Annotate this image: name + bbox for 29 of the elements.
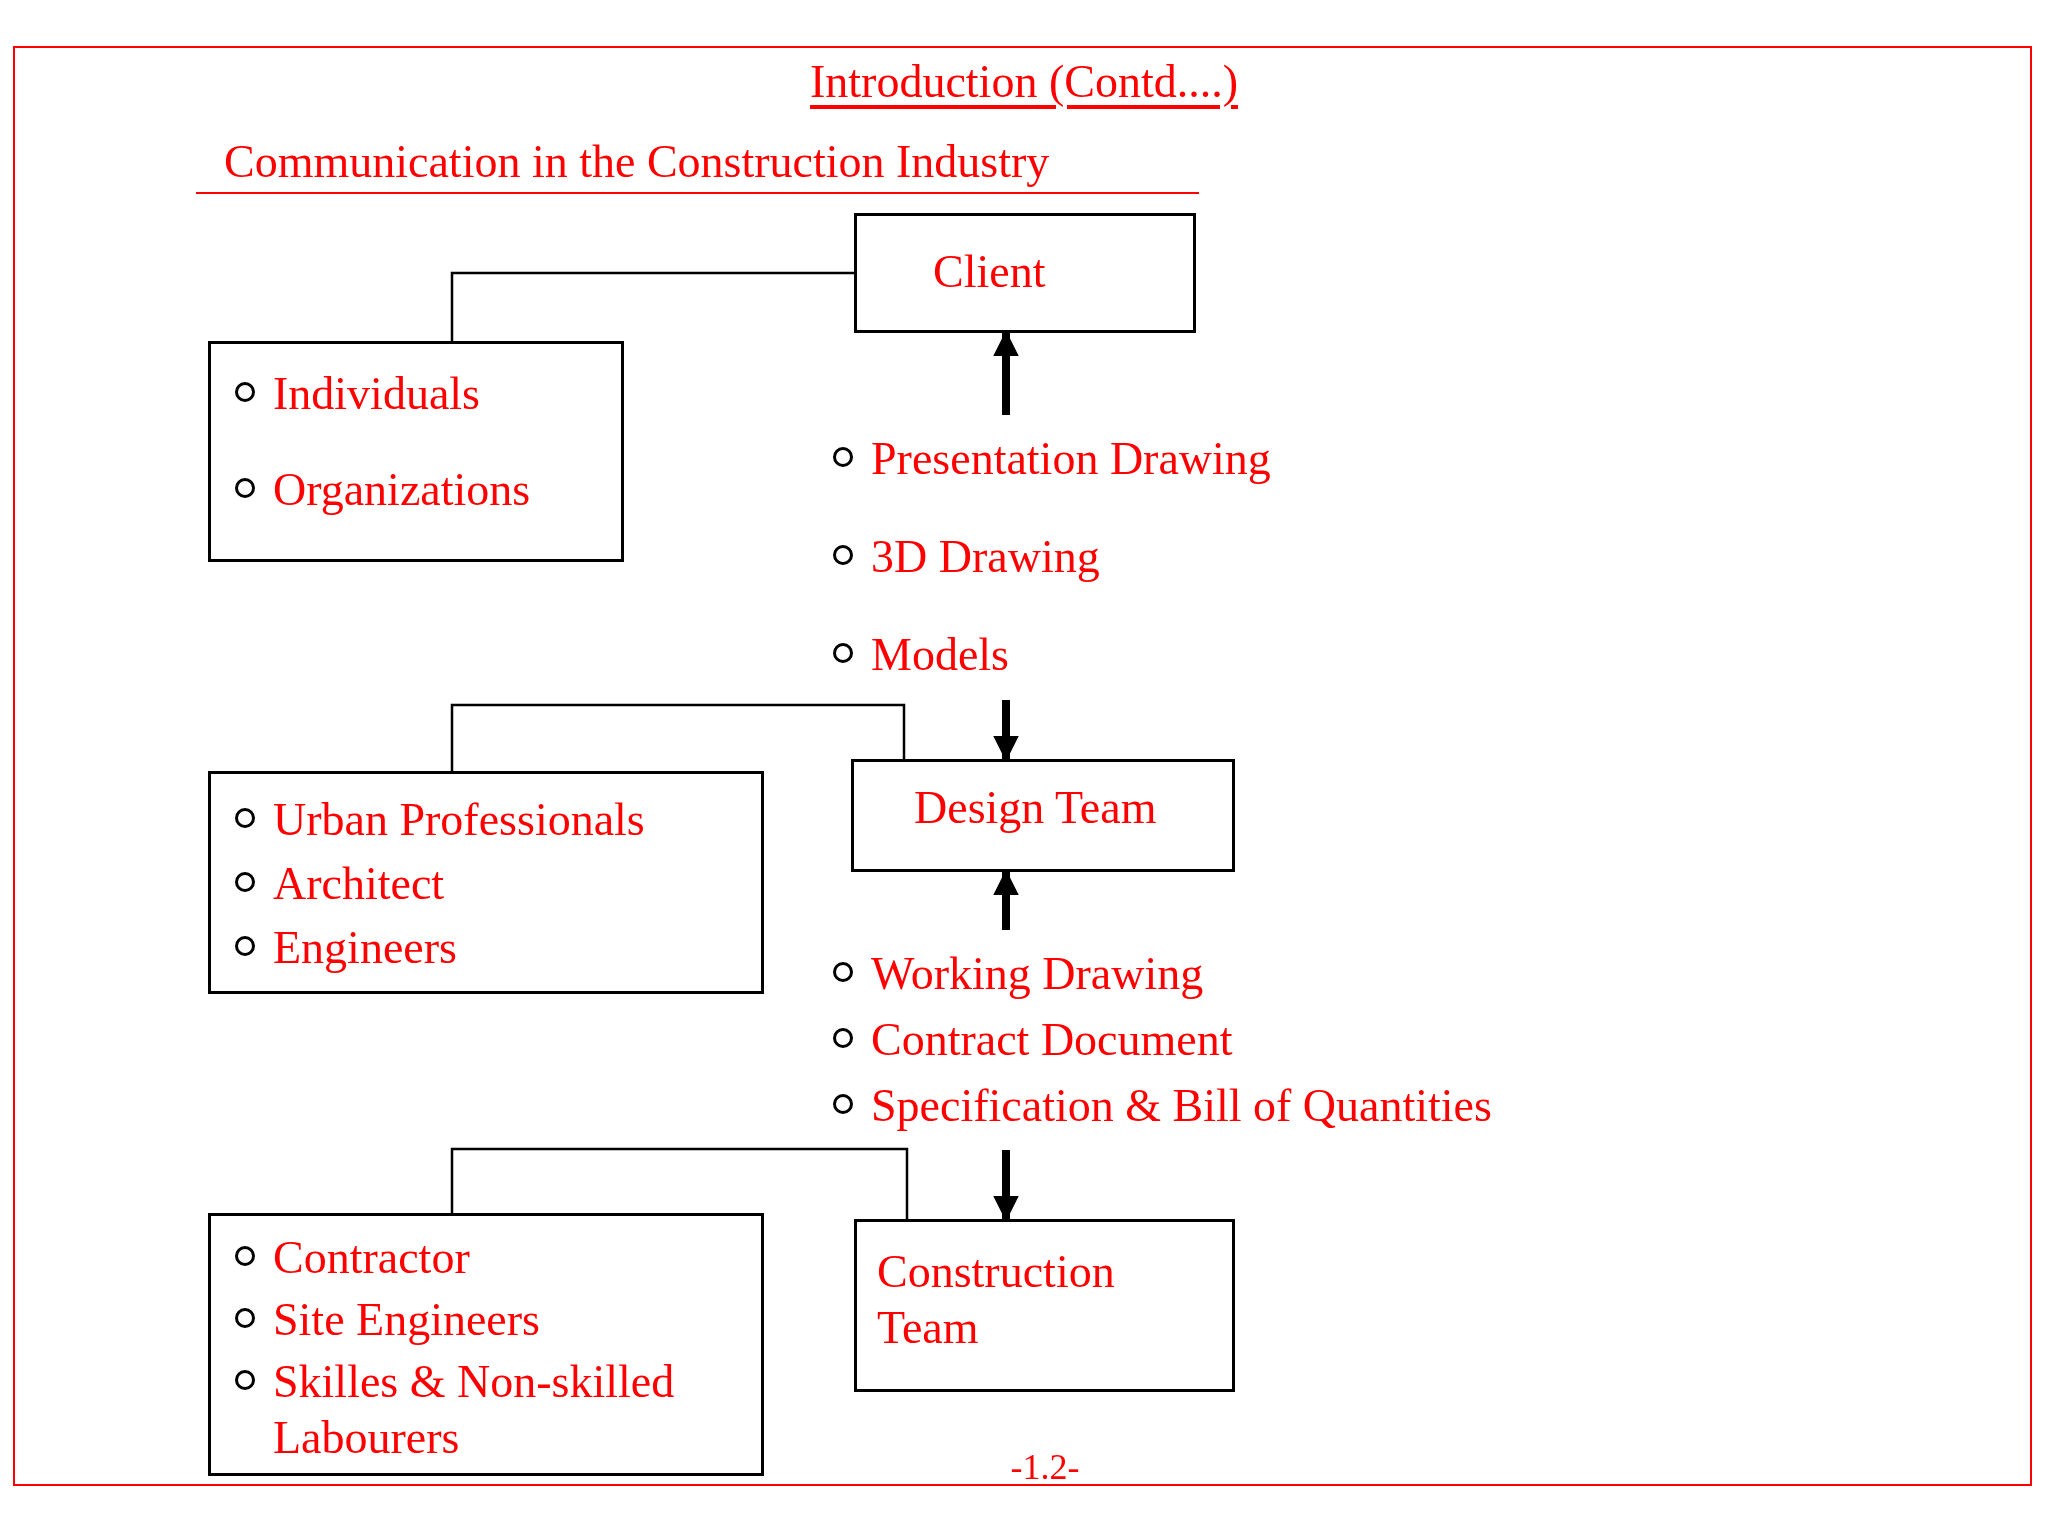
construction-team-box (854, 1219, 1235, 1392)
item-text: 3D Drawing (871, 530, 1100, 584)
item-text: Contractor (273, 1231, 470, 1285)
connector-line (450, 703, 906, 771)
subtitle: Communication in the Construction Industry (196, 132, 1199, 194)
item-text: Urban Professionals (273, 793, 645, 847)
connector-line (450, 1147, 909, 1219)
client-box (854, 213, 1196, 333)
item-text: Site Engineers (273, 1293, 540, 1347)
group-box (208, 771, 764, 994)
group-box (208, 1213, 764, 1476)
title: Introduction (Contd....) (809, 55, 1239, 109)
item-text: Specification & Bill of Quantities (871, 1079, 1492, 1133)
design-team-box (851, 759, 1235, 872)
page-number: -1.2- (1009, 1446, 1081, 1489)
item-text: Organizations (273, 463, 531, 517)
item-text: Architect (273, 857, 445, 911)
item-text: Contract Document (871, 1013, 1233, 1067)
connector-line (450, 271, 854, 341)
item-text: Engineers (273, 921, 457, 975)
item-text: Individuals (273, 367, 480, 421)
group-box (208, 341, 624, 562)
item-text: Working Drawing (871, 947, 1204, 1001)
item-text: Skilles & Non-skilled Labourers (273, 1355, 676, 1465)
item-text: Client (933, 245, 1046, 299)
item-text: Construction Team (877, 1245, 1115, 1355)
item-text: Presentation Drawing (871, 432, 1271, 486)
item-text: Design Team (914, 781, 1157, 835)
item-text: Models (871, 628, 1009, 682)
